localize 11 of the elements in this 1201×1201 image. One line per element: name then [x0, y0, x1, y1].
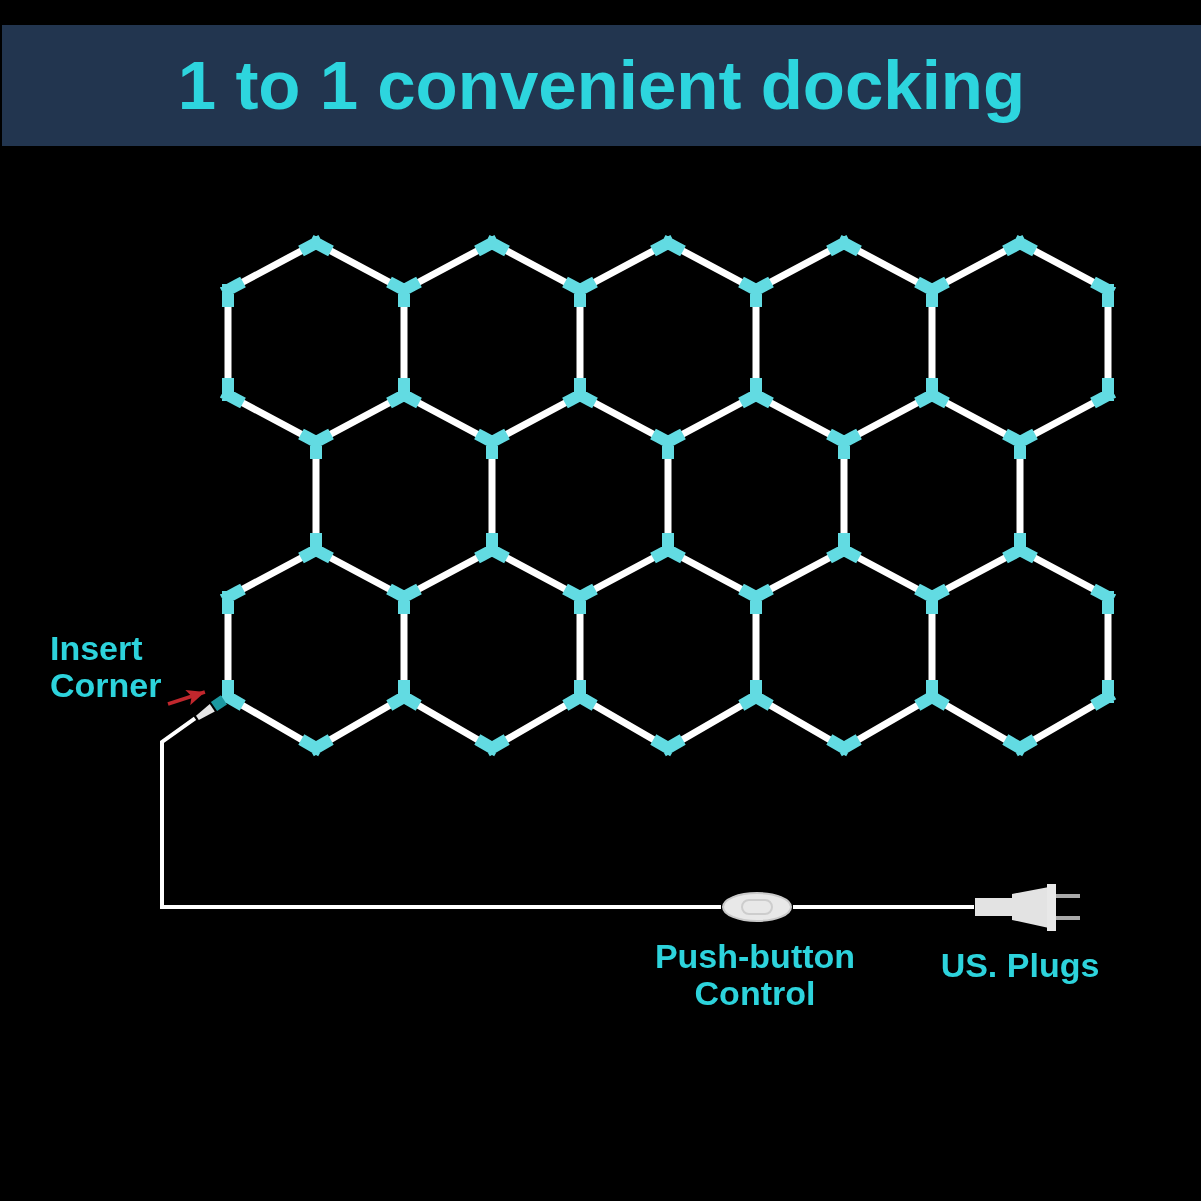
plug-caption: US. Plugs [939, 947, 1101, 984]
power-cable [793, 905, 974, 909]
hexagon-light-grid [219, 234, 1119, 756]
corner-connector [195, 692, 228, 721]
push-button-switch [721, 891, 793, 923]
callout-label: Insert Corner [50, 630, 174, 704]
diagram-title: 1 to 1 convenient docking [177, 45, 1026, 126]
power-plug [974, 882, 1082, 932]
switch-caption: Push-button Control [653, 938, 857, 1012]
power-cable [160, 716, 721, 909]
leader-arrow [167, 689, 206, 706]
